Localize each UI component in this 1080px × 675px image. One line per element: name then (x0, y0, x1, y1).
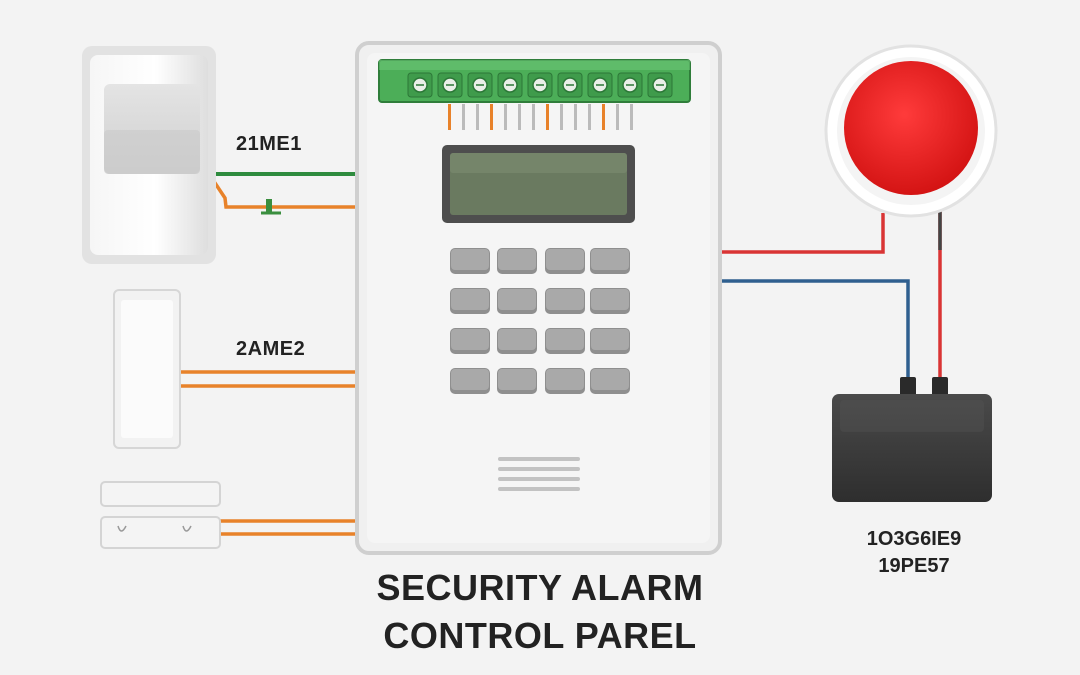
screw-terminal (647, 72, 673, 98)
power-box-body (832, 394, 992, 502)
keypad-key[interactable] (450, 248, 490, 274)
magnetic-window-contact (100, 481, 221, 549)
keypad-key[interactable] (450, 328, 490, 354)
screw-terminals (407, 72, 673, 98)
terminal-pin (630, 104, 633, 130)
terminal-pin (560, 104, 563, 130)
keypad-key[interactable] (497, 368, 537, 394)
diagram-title-line2: CONTROL PAREL (383, 615, 697, 656)
keypad-key[interactable] (590, 288, 630, 314)
keypad-key[interactable] (497, 328, 537, 354)
screw-terminal (407, 72, 433, 98)
keypad-key[interactable] (450, 368, 490, 394)
terminal-pin (518, 104, 521, 130)
keypad-key[interactable] (545, 288, 585, 314)
terminal-pin (616, 104, 619, 130)
terminal-block (378, 59, 691, 130)
screw-terminal (467, 72, 493, 98)
keypad-key[interactable] (450, 288, 490, 314)
power-supply-box (832, 377, 992, 502)
screw-terminal (437, 72, 463, 98)
keypad-key[interactable] (590, 248, 630, 274)
alarm-control-panel (355, 41, 722, 555)
power-supply-label-line1: 1O3G6IE9 (866, 528, 962, 550)
screw-terminal (527, 72, 553, 98)
terminal-pin (490, 104, 493, 130)
keypad-key[interactable] (497, 288, 537, 314)
zone1-resistor (266, 199, 272, 213)
keypad (450, 248, 630, 394)
diagram-title-line1: SECURITY ALARM (376, 567, 704, 608)
power-blue-wire (692, 279, 910, 380)
terminal-pin (504, 104, 507, 130)
screw-terminal (497, 72, 523, 98)
switch-piece (100, 516, 221, 549)
speaker-grille (498, 457, 580, 491)
keypad-key[interactable] (545, 248, 585, 274)
terminal-pin (602, 104, 605, 130)
terminal-pin (546, 104, 549, 130)
door-contact-sensor (113, 289, 181, 449)
magnet-piece (100, 481, 221, 507)
keypad-key[interactable] (497, 248, 537, 274)
red-siren (824, 44, 998, 218)
screw-terminal (587, 72, 613, 98)
keypad-key[interactable] (590, 328, 630, 354)
keypad-key[interactable] (545, 328, 585, 354)
zone1-label: 21ME1 (236, 133, 302, 155)
power-connector-left (900, 377, 916, 397)
power-connector-right (932, 377, 948, 397)
screw-terminal (557, 72, 583, 98)
power-supply-label-line2: 19PE57 (878, 555, 950, 577)
terminal-pin (448, 104, 451, 130)
screw-terminal (617, 72, 643, 98)
siren-light (844, 61, 978, 195)
terminal-pin (574, 104, 577, 130)
terminal-pin (462, 104, 465, 130)
zone2-label: 2AME2 (236, 338, 306, 360)
terminal-pin (588, 104, 591, 130)
keypad-key[interactable] (545, 368, 585, 394)
pir-motion-sensor (82, 46, 216, 264)
keypad-key[interactable] (590, 368, 630, 394)
terminal-pins (448, 104, 633, 130)
terminal-pin (476, 104, 479, 130)
terminal-pin (532, 104, 535, 130)
